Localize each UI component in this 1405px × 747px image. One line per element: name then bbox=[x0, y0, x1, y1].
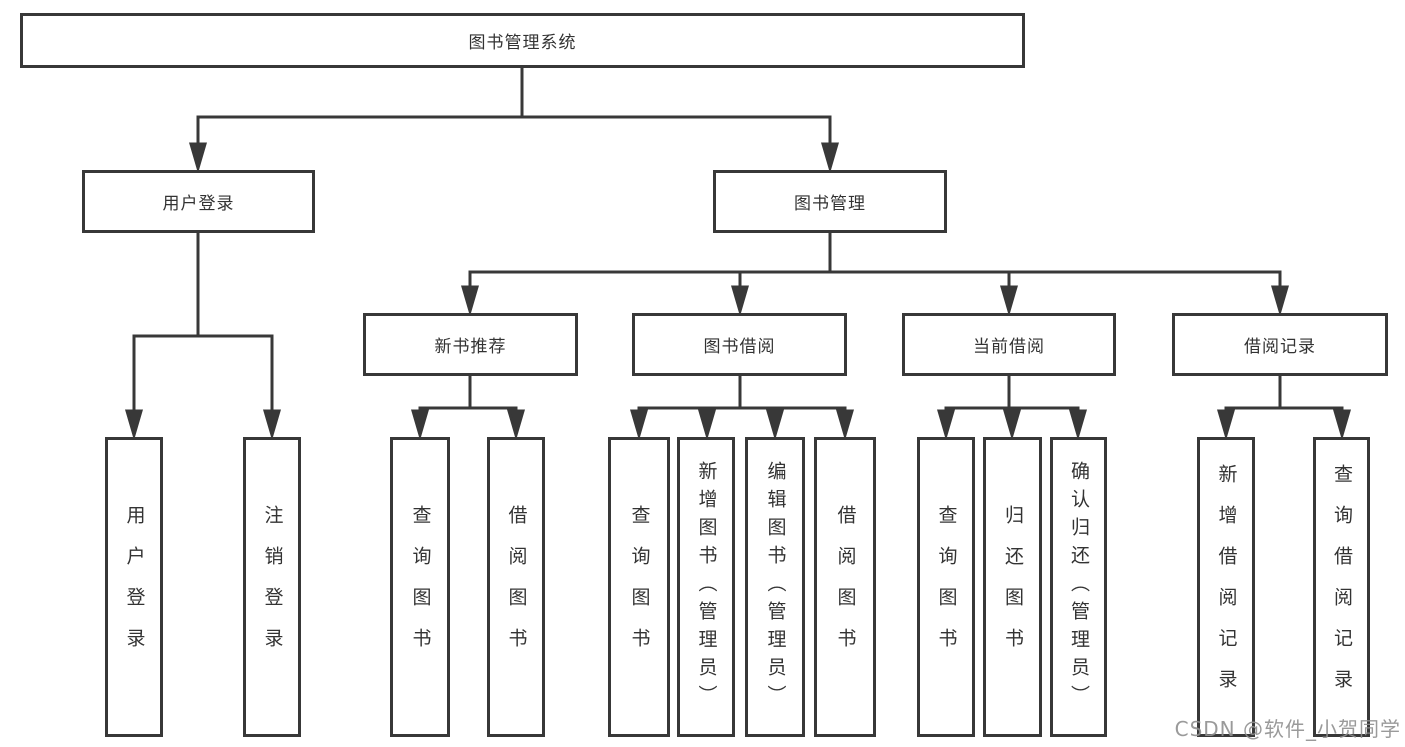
leaf-query-books-current: 查询图书 bbox=[917, 437, 975, 737]
node-label: 图书管理 bbox=[794, 194, 866, 214]
node-label: 用户登录 bbox=[123, 505, 146, 669]
leaf-return-books: 归还图书 bbox=[983, 437, 1042, 737]
node-label: 借阅图书 bbox=[505, 505, 528, 669]
leaf-edit-books-admin: 编辑图书（管理员） bbox=[745, 437, 805, 737]
csdn-watermark: CSDN @软件_小贺同学 bbox=[1174, 717, 1401, 741]
node-book-management: 图书管理 bbox=[713, 170, 947, 233]
leaf-query-books-recommendation: 查询图书 bbox=[390, 437, 450, 737]
node-label: 查询图书 bbox=[935, 505, 958, 669]
leaf-logout: 注销登录 bbox=[243, 437, 301, 737]
node-label: 新书推荐 bbox=[434, 337, 507, 357]
leaf-user-login: 用户登录 bbox=[105, 437, 163, 737]
node-new-book-recommendation: 新书推荐 bbox=[363, 313, 578, 376]
leaf-query-borrow-record: 查询借阅记录 bbox=[1313, 437, 1370, 737]
node-label: 借阅记录 bbox=[1244, 337, 1316, 357]
leaf-confirm-return-admin: 确认归还（管理员） bbox=[1050, 437, 1107, 737]
node-label: 查询图书 bbox=[628, 505, 651, 669]
node-label: 新增借阅记录 bbox=[1215, 464, 1238, 710]
node-label: 新增图书（管理员） bbox=[695, 461, 718, 713]
leaf-borrow-books-recommendation: 借阅图书 bbox=[487, 437, 545, 737]
node-label: 借阅图书 bbox=[834, 505, 857, 669]
leaf-add-borrow-record: 新增借阅记录 bbox=[1197, 437, 1255, 737]
node-root-library-management-system: 图书管理系统 bbox=[20, 13, 1025, 68]
node-label: 图书管理系统 bbox=[468, 33, 577, 53]
node-book-borrowing: 图书借阅 bbox=[632, 313, 847, 376]
node-label: 图书借阅 bbox=[703, 337, 776, 357]
node-label: 查询图书 bbox=[409, 505, 432, 669]
leaf-borrow-books: 借阅图书 bbox=[814, 437, 876, 737]
node-label: 用户登录 bbox=[162, 194, 235, 214]
node-current-borrowing: 当前借阅 bbox=[902, 313, 1116, 376]
node-label: 当前借阅 bbox=[973, 337, 1045, 357]
node-borrowing-records: 借阅记录 bbox=[1172, 313, 1388, 376]
node-user-login: 用户登录 bbox=[82, 170, 315, 233]
node-label: 归还图书 bbox=[1002, 505, 1024, 669]
node-label: 确认归还（管理员） bbox=[1068, 461, 1090, 713]
node-label: 查询借阅记录 bbox=[1331, 464, 1353, 710]
leaf-query-books-borrowing: 查询图书 bbox=[608, 437, 670, 737]
node-label: 编辑图书（管理员） bbox=[764, 461, 787, 713]
leaf-add-books-admin: 新增图书（管理员） bbox=[677, 437, 735, 737]
node-label: 注销登录 bbox=[261, 505, 284, 669]
